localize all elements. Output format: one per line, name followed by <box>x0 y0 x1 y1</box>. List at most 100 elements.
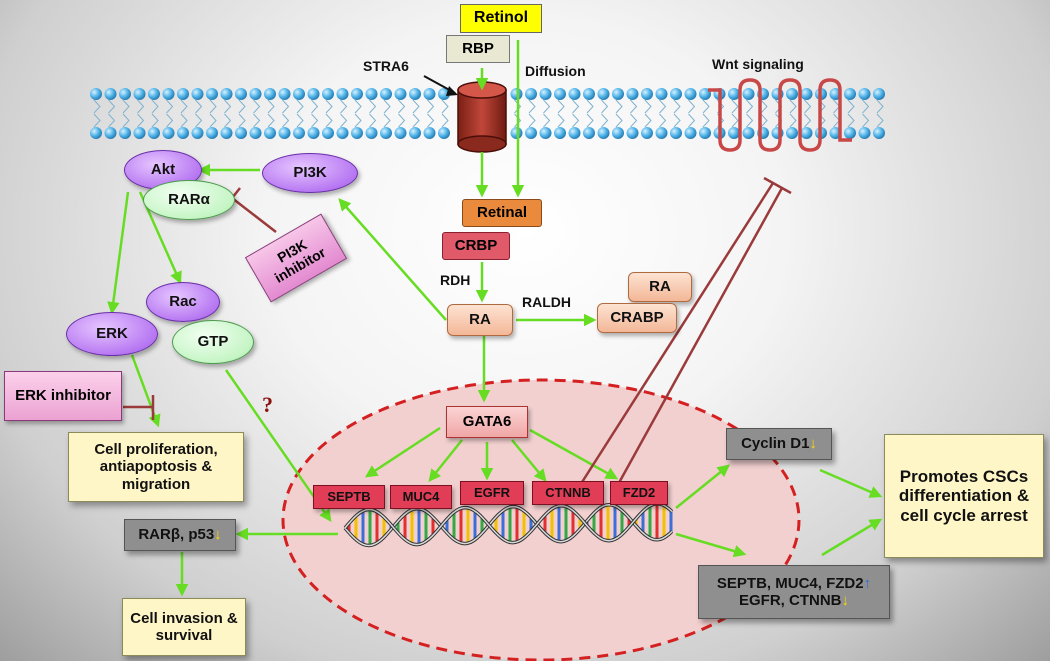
diffusion-label: Diffusion <box>525 63 586 79</box>
lipid-tail <box>108 99 116 114</box>
lipid-tail <box>528 113 536 128</box>
gene-summary-box: SEPTB, MUC4, FZD2↑ EGFR, CTNNB↓ <box>698 565 890 619</box>
membrane-lipid <box>119 88 131 100</box>
lipid-tail <box>412 99 420 114</box>
inhibition-lines <box>123 176 792 491</box>
membrane-lipid <box>278 127 291 139</box>
membrane-lipid <box>90 88 102 100</box>
down-arrow-icon: ↓ <box>214 526 222 544</box>
lipid-tail <box>354 113 362 128</box>
lipid-tail <box>601 113 609 128</box>
up-arrow-icon: ↑ <box>863 574 872 592</box>
promotes-csc-box: Promotes CSCs differentiation & cell cyc… <box>884 434 1044 558</box>
membrane-lipid <box>873 88 885 100</box>
membrane-lipid <box>438 88 450 100</box>
lipid-tail <box>238 99 246 114</box>
lipid-tail <box>383 99 391 114</box>
gene-muc4: MUC4 <box>390 485 452 509</box>
lipid-tail <box>224 99 232 114</box>
lipid-tail <box>398 99 406 114</box>
stra6-channel <box>457 81 507 153</box>
gene-ctnnb: CTNNB <box>532 481 604 505</box>
membrane-lipid <box>510 88 523 100</box>
gene-summary-line1: SEPTB, MUC4, FZD2↑ <box>716 574 872 592</box>
membrane-lipid <box>525 88 537 100</box>
lipid-tail <box>151 113 159 128</box>
membrane-lipid <box>351 127 363 139</box>
crbp-box: CRBP <box>442 232 510 260</box>
membrane-lipid <box>844 88 856 100</box>
lipid-tail <box>267 99 275 114</box>
membrane-lipid <box>800 88 813 100</box>
lipid-tail <box>209 113 217 128</box>
lipid-tail <box>847 99 855 114</box>
lipid-tail <box>340 113 348 128</box>
lipid-tail <box>746 113 754 128</box>
membrane-lipid <box>597 127 610 139</box>
membrane-lipid <box>293 88 305 100</box>
lipid-tail <box>311 113 319 128</box>
lipid-tail <box>340 99 348 114</box>
lipid-tail <box>122 99 130 114</box>
membrane-lipid <box>365 127 378 139</box>
lipid-tail <box>137 99 145 114</box>
membrane-lipid <box>728 127 740 139</box>
membrane-lipid <box>539 127 552 139</box>
lipid-tail <box>557 113 565 128</box>
membrane-lipid <box>684 127 697 139</box>
pi3k-oval: PI3K <box>262 153 358 193</box>
membrane-lipid <box>626 127 639 139</box>
lipid-tail <box>630 99 638 114</box>
membrane-lipid <box>394 127 407 139</box>
membrane-lipid <box>423 88 436 100</box>
lipid-tail <box>615 99 623 114</box>
membrane-lipid <box>162 88 175 100</box>
membrane-lipid <box>119 127 131 139</box>
membrane-lipid <box>438 127 450 139</box>
membrane-lipid <box>873 127 885 139</box>
lipid-tail <box>282 99 290 114</box>
membrane-lipid <box>220 88 233 100</box>
lipid-tail <box>282 113 290 128</box>
gene-summary-line2: EGFR, CTNNB↓ <box>739 592 849 609</box>
lipid-tail <box>688 113 696 128</box>
unknown-link-question: ? <box>262 392 273 417</box>
ra-right-box: RA <box>628 272 692 302</box>
membrane-lipid <box>336 127 349 139</box>
retinol-box: Retinol <box>460 4 542 33</box>
membrane-lipid <box>365 88 378 100</box>
lipid-tail <box>789 99 797 114</box>
membrane-lipid <box>148 127 160 139</box>
membrane-lipid <box>583 88 595 100</box>
membrane-lipid <box>539 88 552 100</box>
wnt-receptor <box>708 78 852 152</box>
lipid-tail <box>847 113 855 128</box>
lipid-tail <box>441 113 449 128</box>
membrane-lipid <box>568 88 581 100</box>
rbp-box: RBP <box>446 35 510 63</box>
lipid-tail <box>427 113 435 128</box>
lipid-tail <box>731 99 739 114</box>
lipid-tail <box>746 99 754 114</box>
wnt-signaling-label: Wnt signaling <box>712 56 804 72</box>
lipid-tail <box>195 113 203 128</box>
down-arrow-icon: ↓ <box>809 435 817 453</box>
cell-membrane <box>90 88 885 139</box>
membrane-lipid <box>220 127 233 139</box>
lipid-tail <box>166 113 174 128</box>
lipid-tail <box>644 113 652 128</box>
membrane-tails <box>93 99 884 128</box>
membrane-lipid <box>568 127 581 139</box>
membrane-lipid <box>191 127 204 139</box>
lipid-tail <box>528 99 536 114</box>
membrane-lipid <box>278 88 291 100</box>
rac-oval: Rac <box>146 282 220 322</box>
lipid-tail <box>644 99 652 114</box>
lipid-tail <box>369 113 377 128</box>
membrane-lipid <box>641 88 653 100</box>
membrane-lipid <box>612 88 624 100</box>
lipid-tail <box>673 113 681 128</box>
membrane-lipid <box>307 88 320 100</box>
lipid-tail <box>789 113 797 128</box>
